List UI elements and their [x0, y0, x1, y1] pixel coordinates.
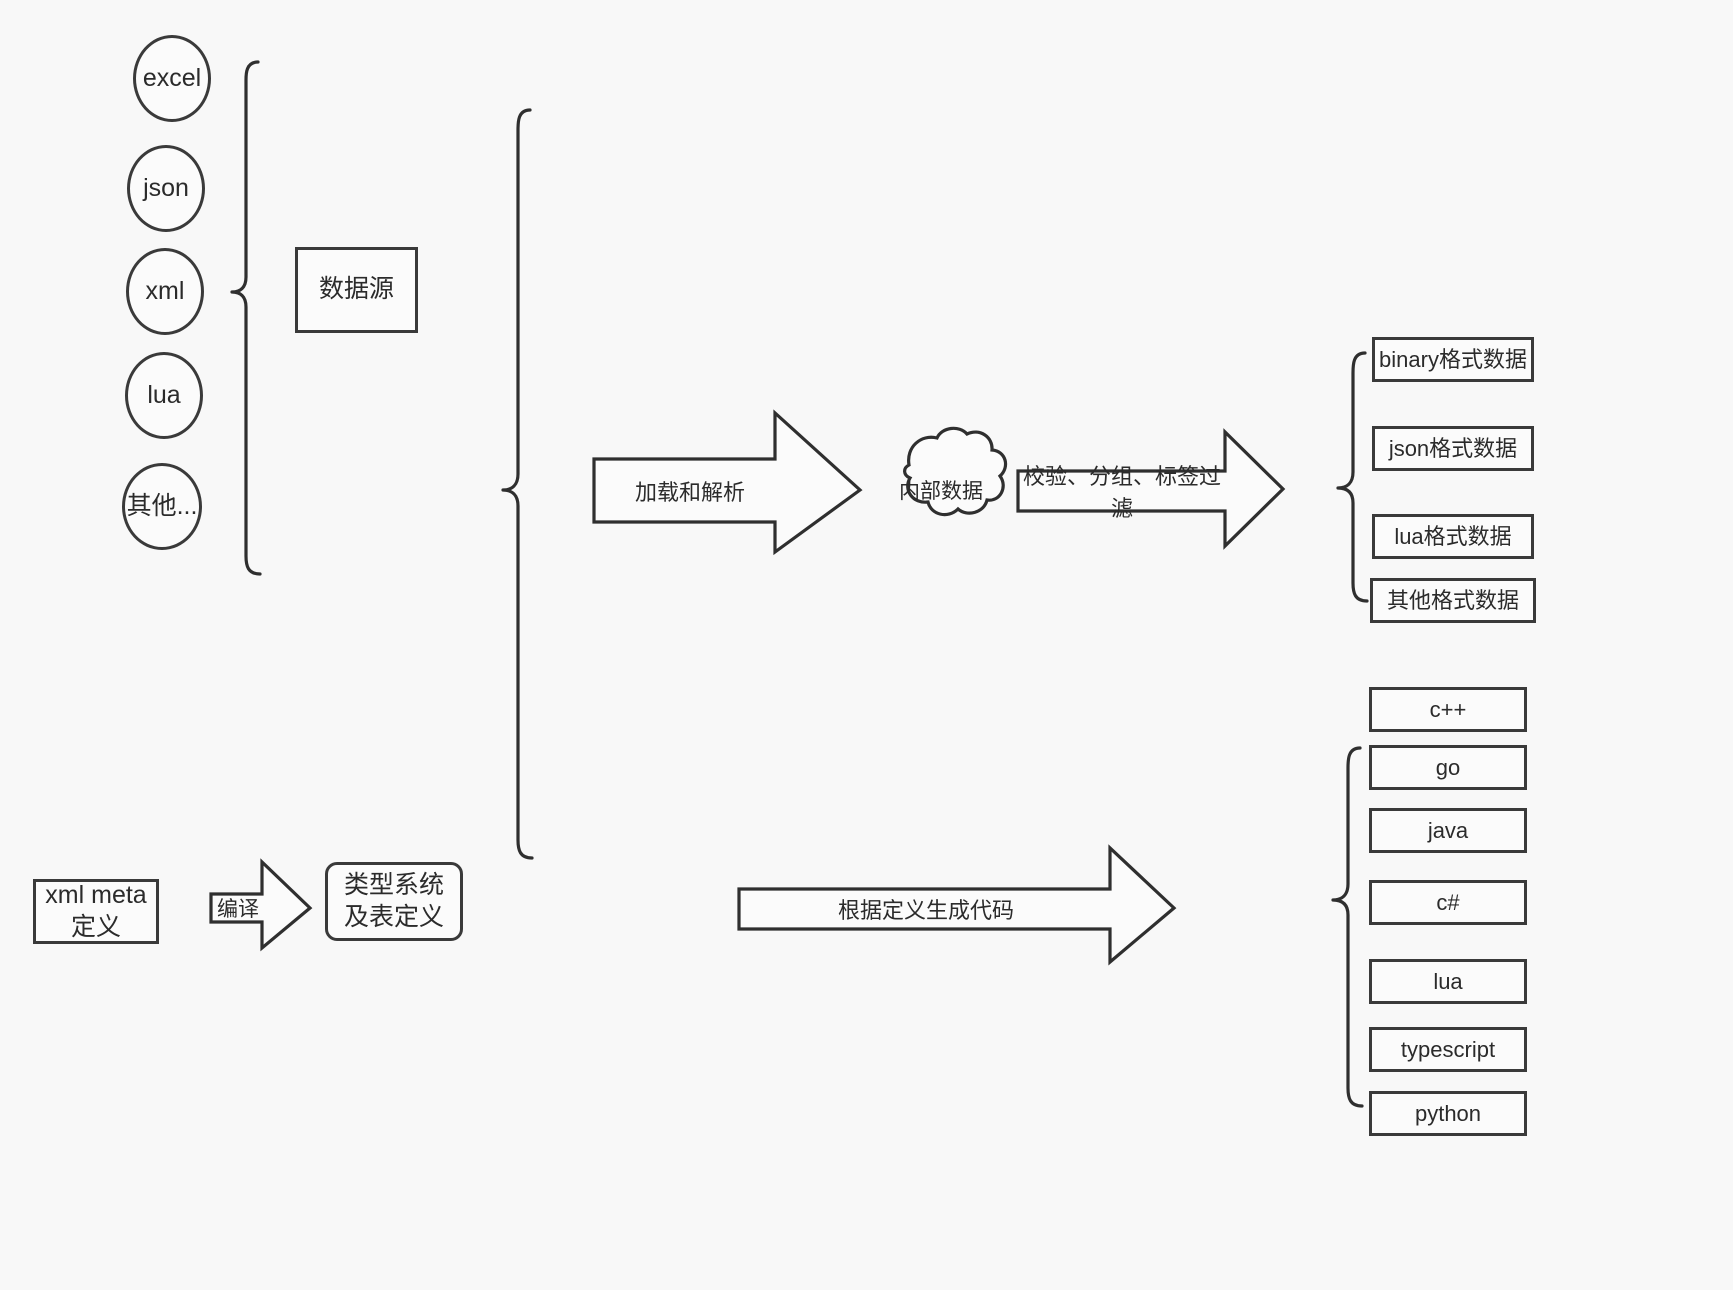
- language-box-typescript[interactable]: typescript: [1369, 1027, 1527, 1072]
- source-circle-label: lua: [147, 380, 181, 409]
- language-box-java[interactable]: java: [1369, 808, 1527, 853]
- format-box-label: 其他格式数据: [1386, 587, 1519, 613]
- internal-data-cloud: [903, 426, 1008, 517]
- validate-group-filter-arrow: [1016, 428, 1286, 550]
- data-source-box[interactable]: 数据源: [295, 247, 418, 333]
- type-system-box[interactable]: 类型系统及表定义: [325, 862, 463, 941]
- source-circle-excel[interactable]: excel: [133, 35, 211, 122]
- source-circle-lua[interactable]: lua: [125, 352, 203, 439]
- source-circle-label: excel: [142, 63, 202, 92]
- language-box-label: c++: [1429, 696, 1467, 722]
- language-box-label: go: [1435, 754, 1461, 780]
- language-box-cpp[interactable]: c++: [1369, 687, 1527, 732]
- generate-code-arrow: [737, 844, 1177, 966]
- source-circle-xml[interactable]: xml: [126, 248, 204, 335]
- format-box-json[interactable]: json格式数据: [1372, 426, 1534, 471]
- source-circle-label: 其他...: [126, 491, 198, 520]
- source-circle-label: json: [143, 173, 189, 202]
- load-and-parse-arrow: [592, 409, 863, 556]
- source-circle-json[interactable]: json: [127, 145, 205, 232]
- language-box-label: c#: [1436, 889, 1460, 915]
- source-circle-label: xml: [145, 276, 185, 305]
- formats-brace: [1336, 351, 1369, 603]
- language-box-label: lua: [1433, 968, 1463, 994]
- format-box-label: lua格式数据: [1394, 523, 1512, 549]
- source-circle-other[interactable]: 其他...: [122, 463, 202, 550]
- language-box-go[interactable]: go: [1369, 745, 1527, 790]
- language-box-python[interactable]: python: [1369, 1091, 1527, 1136]
- format-box-label: json格式数据: [1388, 435, 1518, 461]
- pipeline-input-brace: [501, 108, 534, 860]
- format-box-other[interactable]: 其他格式数据: [1370, 578, 1536, 623]
- xml-meta-definition-label: xml meta定义: [45, 881, 147, 941]
- sources-brace: [230, 60, 262, 576]
- language-box-csharp[interactable]: c#: [1369, 880, 1527, 925]
- format-box-lua[interactable]: lua格式数据: [1372, 514, 1534, 559]
- type-system-label: 类型系统及表定义: [343, 871, 444, 931]
- language-box-label: python: [1414, 1100, 1482, 1126]
- language-box-lua[interactable]: lua: [1369, 959, 1527, 1004]
- language-box-label: typescript: [1400, 1036, 1496, 1062]
- xml-meta-definition-box[interactable]: xml meta定义: [33, 879, 159, 944]
- languages-brace: [1331, 746, 1364, 1108]
- format-box-label: binary格式数据: [1379, 346, 1527, 372]
- language-box-label: java: [1427, 817, 1469, 843]
- data-source-box-label: 数据源: [318, 275, 394, 304]
- compile-arrow: [209, 858, 313, 952]
- format-box-binary[interactable]: binary格式数据: [1372, 337, 1534, 382]
